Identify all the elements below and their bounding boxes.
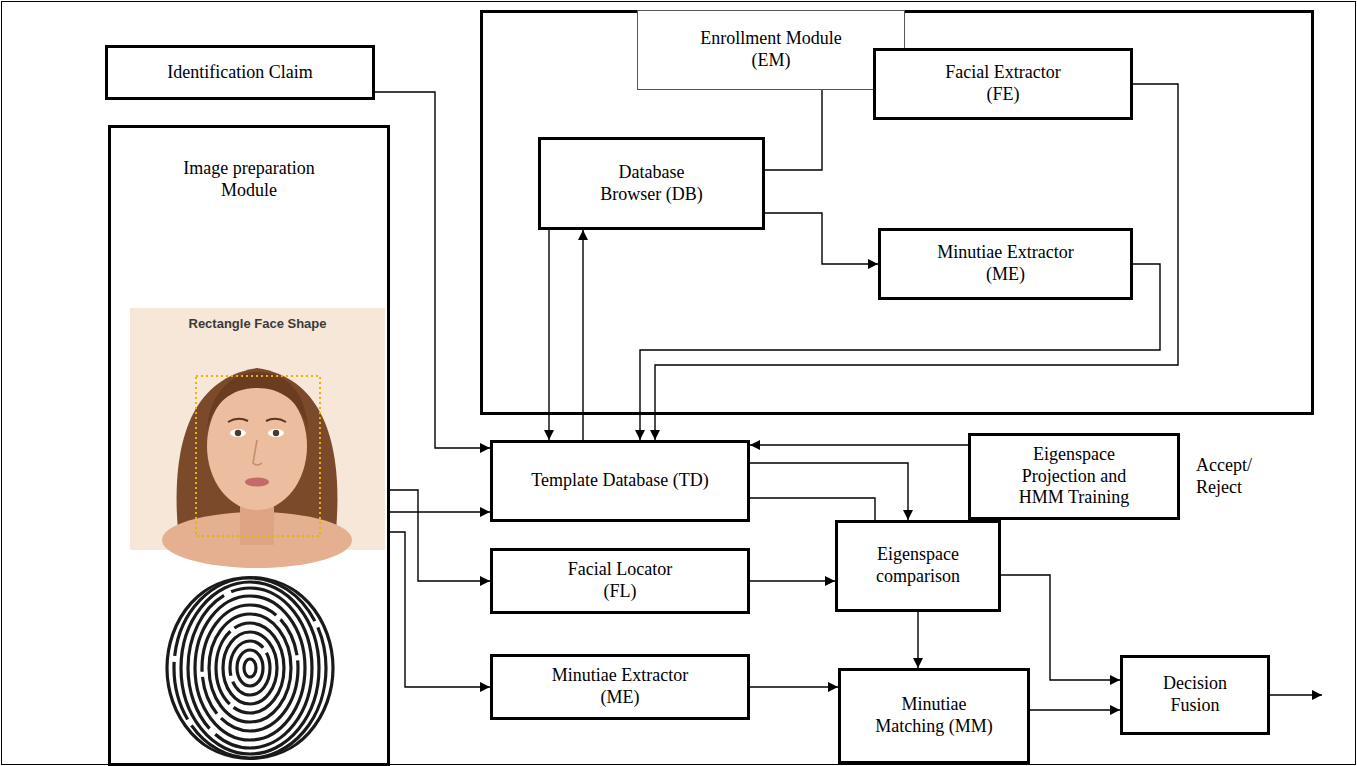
process-box: Eigenspace Projection and HMM Training xyxy=(968,433,1180,520)
module-panel: Enrollment Module (EM) Database Browser (… xyxy=(480,10,1314,415)
box-label: Eigenspace comparison xyxy=(848,544,988,587)
image-caption: Rectangle Face Shape xyxy=(130,316,385,331)
module-panel: Image preparation Module xyxy=(108,125,390,766)
connector-arrow xyxy=(750,463,908,520)
connector-arrow xyxy=(1001,575,1120,680)
process-box: Minutiae Matching (MM) xyxy=(838,668,1030,764)
process-box: Database Browser (DB) xyxy=(538,137,765,230)
claim-box: Identification Claim xyxy=(105,45,375,100)
connector-arrow xyxy=(765,84,873,170)
connector-arrow xyxy=(390,511,490,512)
box-label: Database Browser (DB) xyxy=(587,162,717,205)
box-label: Identification Claim xyxy=(167,62,312,84)
module-heading: Image preparation Module xyxy=(154,158,344,201)
connector-arrow xyxy=(548,230,549,440)
process-box: Minutiae Extractor (ME) xyxy=(878,228,1133,300)
connector-arrow xyxy=(750,444,968,445)
face-picture xyxy=(130,308,385,568)
box-label: Template Database (TD) xyxy=(530,470,710,492)
process-box: Facial Locator (FL) xyxy=(490,548,750,614)
fingerprint-picture xyxy=(167,576,333,760)
box-label: Decision Fusion xyxy=(1150,673,1240,716)
box-label: Facial Extractor (FE) xyxy=(928,62,1078,105)
process-box: Eigenspace comparison xyxy=(835,520,1001,612)
connector-arrow xyxy=(390,532,490,687)
output-arrow xyxy=(1270,694,1322,695)
connector-arrow xyxy=(750,686,838,687)
box-label: Minutiae Extractor (ME) xyxy=(535,665,705,708)
connector-arrow xyxy=(750,498,875,520)
box-label: Eigenspace Projection and HMM Training xyxy=(1009,444,1139,509)
database-box: Template Database (TD) xyxy=(490,440,750,522)
connector-arrow xyxy=(765,213,878,264)
process-box: Minutiae Extractor (ME) xyxy=(490,654,750,720)
connector-arrow xyxy=(375,92,490,448)
module-heading: Enrollment Module (EM) xyxy=(637,10,905,90)
process-box: Facial Extractor (FE) xyxy=(873,48,1133,120)
connector-arrow xyxy=(1030,709,1120,710)
box-label: Minutiae Matching (MM) xyxy=(874,694,994,737)
box-label: Minutiae Extractor (ME) xyxy=(921,242,1091,285)
connector-arrow xyxy=(750,580,835,581)
decision-box: Decision Fusion xyxy=(1120,655,1270,735)
connector-arrow xyxy=(917,612,918,668)
annotation-label: Accept/ Reject xyxy=(1196,455,1272,498)
box-label: Facial Locator (FL) xyxy=(555,559,685,602)
connector-arrow xyxy=(582,230,583,440)
